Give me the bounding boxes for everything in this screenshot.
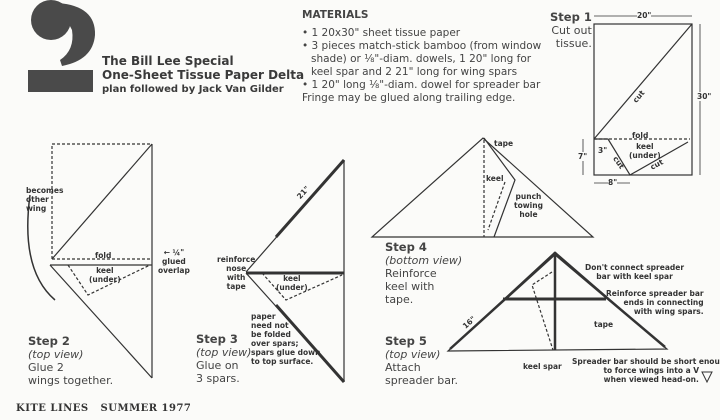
step1-line: tissue. — [555, 37, 592, 50]
step4-diagram — [370, 137, 595, 238]
material-line: • 1 20x30" sheet tissue paper — [302, 27, 461, 39]
step1-title: Step 1 — [550, 10, 592, 24]
fold-label: fold — [632, 131, 649, 140]
byline: plan followed by Jack Van Gilder — [102, 84, 284, 95]
material-line: Fringe may be glued along trailing edge. — [302, 92, 516, 104]
title-line1: The Bill Lee Special — [102, 54, 234, 68]
material-line: • 1 20" long ⅛"-diam. dowel for spreader… — [302, 79, 541, 91]
dim-8: 8" — [608, 178, 618, 187]
dim-7: 7" — [578, 152, 588, 161]
keel-label: keel(under) — [276, 274, 308, 292]
dim-30: 30" — [697, 92, 712, 101]
tape-label: tape — [494, 139, 514, 148]
keel-label: keel — [486, 174, 504, 183]
step2-diagram — [27, 143, 153, 379]
keel-label: keel(under) — [89, 266, 121, 284]
materials-heading: MATERIALS — [302, 9, 369, 21]
tape-label: tape — [594, 320, 614, 329]
step5-diagram — [446, 251, 713, 384]
fold-label: fold — [95, 251, 112, 260]
keel-spar-label: keel spar — [523, 362, 562, 371]
material-line: keel spar and 2 21" long for wing spars — [311, 66, 518, 78]
step1-line: Cut out — [551, 24, 592, 37]
material-line: shade) or ⅛"-diam. dowels, 1 20" long fo… — [311, 53, 532, 65]
step3-diagram — [245, 159, 346, 383]
number-logo — [28, 0, 96, 92]
keel-label: keel(under) — [629, 142, 661, 160]
footer: KITE LINES SUMMER 1977 — [16, 403, 192, 414]
title-line2: One-Sheet Tissue Paper Delta — [102, 68, 305, 82]
dim-3: 3" — [598, 146, 608, 155]
material-line: • 3 pieces match-stick bamboo (from wind… — [302, 40, 542, 52]
dim-20: 20" — [637, 11, 652, 20]
